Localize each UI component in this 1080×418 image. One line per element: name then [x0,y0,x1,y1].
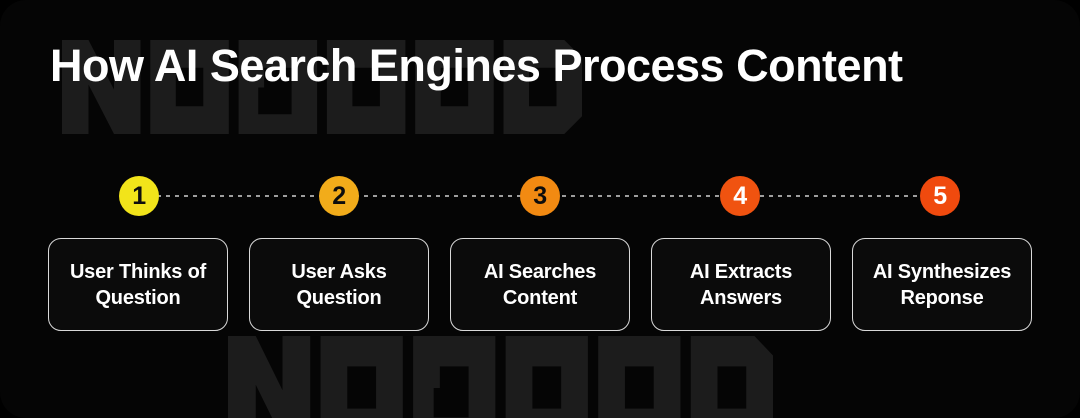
step-circle-4: 4 [720,176,760,216]
step-number: 3 [533,181,547,210]
step-card-user-asks: User Asks Question [249,238,429,331]
step-card-ai-searches: AI Searches Content [450,238,630,331]
step-card-label: AI Extracts Answers [689,260,793,309]
step-circle-2: 2 [319,176,359,216]
step-card-label: AI Synthesizes Reponse [872,260,1012,309]
step-number: 1 [132,181,146,210]
step-card-ai-extracts: AI Extracts Answers [651,238,831,331]
step-number: 4 [733,181,747,210]
step-card-label: User Thinks of Question [69,260,207,309]
nogood-watermark-bottom: NOGOOD [228,336,773,418]
step-number: 2 [332,181,346,210]
step-number: 5 [933,181,947,210]
step-card-user-thinks: User Thinks of Question [48,238,228,331]
step-card-ai-synthesizes: AI Synthesizes Reponse [852,238,1032,331]
step-card-label: User Asks Question [291,260,387,309]
nogood-logo-icon: NOGOOD [228,336,773,418]
step-circle-5: 5 [920,176,960,216]
step-circle-3: 3 [520,176,560,216]
step-card-label: AI Searches Content [483,260,597,309]
page-title: How AI Search Engines Process Content [50,40,903,91]
step-circle-1: 1 [119,176,159,216]
